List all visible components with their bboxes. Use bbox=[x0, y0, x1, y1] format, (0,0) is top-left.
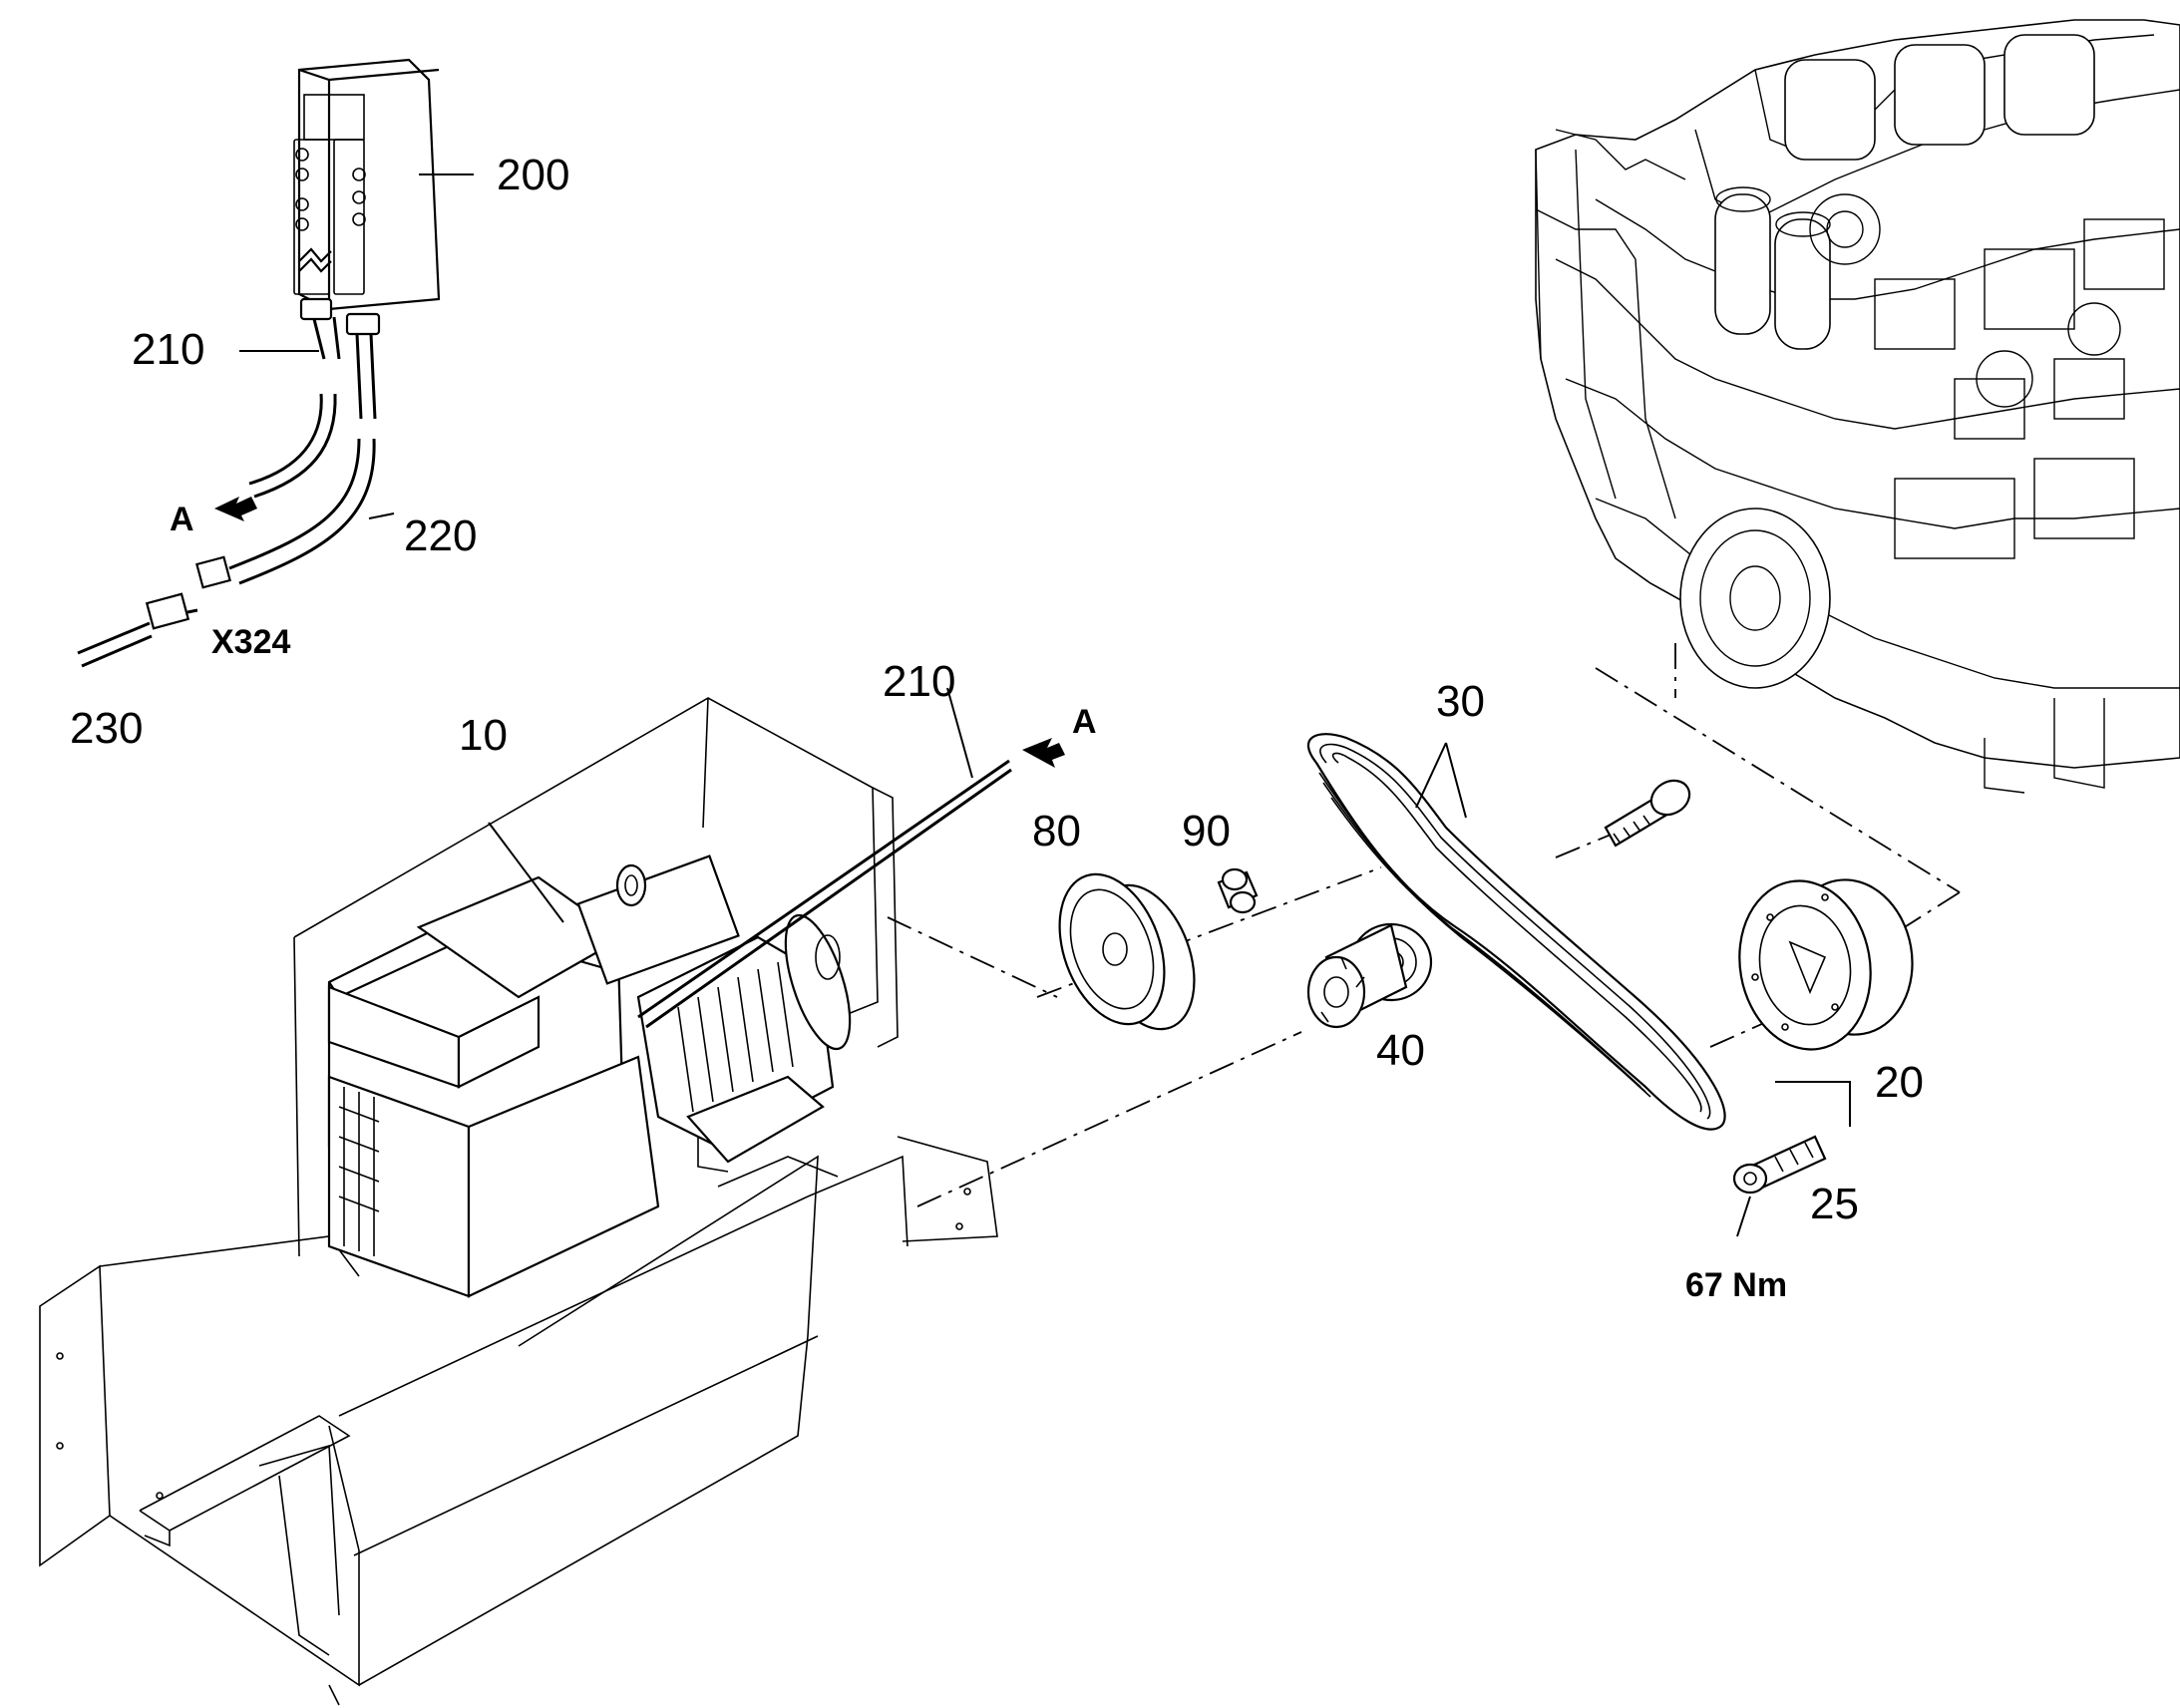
callout-210-top: 210 bbox=[132, 325, 204, 374]
callout-80: 80 bbox=[1032, 807, 1081, 855]
torque-label: 67 Nm bbox=[1685, 1266, 1787, 1304]
belt-tensioner-icon bbox=[1306, 922, 1433, 1029]
callout-210-mid: 210 bbox=[883, 657, 955, 706]
callout-220: 220 bbox=[404, 512, 477, 560]
drive-belt-icon bbox=[1306, 733, 1726, 1131]
generator-motor-icon bbox=[327, 854, 852, 1298]
callout-30: 30 bbox=[1436, 677, 1485, 726]
spacer-icon bbox=[1217, 867, 1259, 914]
view-arrow-label-mid: A bbox=[1072, 703, 1097, 741]
pulley-icon bbox=[1058, 872, 1196, 1031]
remote-control-panel-icon bbox=[293, 58, 441, 336]
callout-90: 90 bbox=[1182, 807, 1231, 855]
engine-block-icon bbox=[1535, 19, 2180, 794]
connector-label: X324 bbox=[211, 623, 290, 661]
pulley-icon bbox=[1738, 878, 1914, 1051]
bolt-icon bbox=[1732, 1135, 1827, 1195]
callout-25: 25 bbox=[1810, 1180, 1859, 1228]
view-arrow-icon bbox=[214, 497, 1065, 768]
callout-230: 230 bbox=[70, 704, 143, 753]
callout-200: 200 bbox=[497, 151, 569, 199]
mounting-frame bbox=[39, 697, 998, 1706]
callout-40: 40 bbox=[1376, 1026, 1425, 1075]
view-arrow-label-top: A bbox=[170, 501, 194, 538]
callout-10: 10 bbox=[459, 711, 508, 760]
bolt-icon bbox=[1604, 779, 1691, 848]
callout-20: 20 bbox=[1875, 1058, 1924, 1107]
